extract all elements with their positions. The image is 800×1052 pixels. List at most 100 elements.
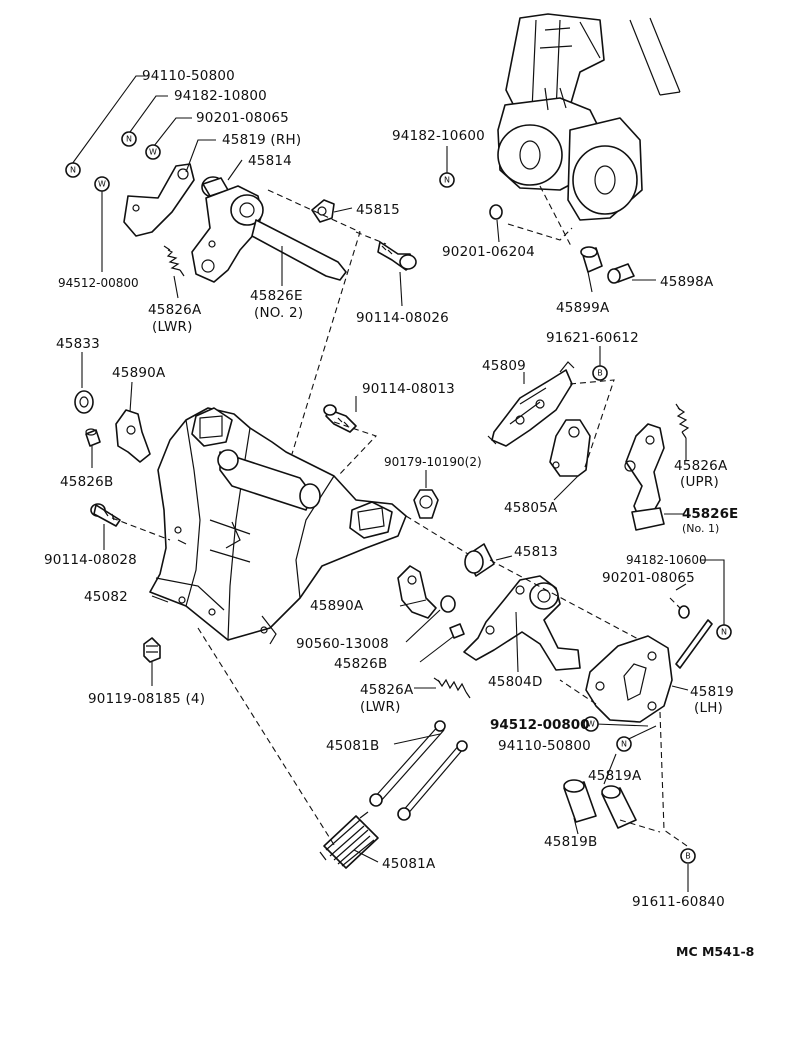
label-45813: 45813 [514,544,558,560]
svg-text:W: W [149,148,157,157]
label-45899a: 45899A [556,300,610,316]
label-45826e-no1-sub: (No. 1) [682,522,719,535]
assembly-dashed-lines [111,185,691,849]
label-45081a: 45081A [382,856,436,872]
bolt-90114-08028-part [90,503,121,527]
steering-column-part [497,13,681,221]
label-45826e-no1: 45826E [682,506,738,522]
cap-45833-part [74,390,94,414]
label-45826a-lwr-top: 45826A [148,302,202,318]
bracket-45809-part [487,361,575,447]
label-90560-13008: 90560-13008 [296,636,389,652]
label-90201-08065-right: 90201-08065 [602,570,695,586]
plate-45805a-part [549,419,591,477]
pedal-45826e-no1-part [624,423,665,531]
pin-45826b-left-part [85,428,101,447]
stopper-45890a-left-part [115,409,151,463]
label-94512-00800-top: 94512-00800 [58,276,139,290]
label-94182-10600-top: 94182-10600 [392,128,485,144]
label-91611-60840: 91611-60840 [632,894,725,910]
link-45081b-part [369,720,468,821]
washer-90560-13008-part [440,595,456,613]
bracket-45082-part [149,407,407,645]
stopper-45890a-mid-part [397,565,437,619]
svg-text:N: N [721,628,727,637]
label-45809: 45809 [482,358,526,374]
label-90114-08028: 90114-08028 [44,552,137,568]
label-90201-06204: 90201-06204 [442,244,535,260]
nut-symbol-94182-10600-right: N [716,624,732,640]
washer-90201-08065-right-part [678,605,690,619]
washer-45815-part [311,199,335,223]
label-45819-lh: 45819 [690,684,734,700]
label-45819-rh: 45819 (RH) [222,132,301,148]
label-45819b: 45819B [544,834,597,850]
leader-lines [71,75,725,892]
bolt-symbol-91621-60612: B [592,365,608,381]
svg-text:N: N [444,176,450,185]
spring-45826a-lwr-top-part [163,245,185,277]
pin-45819b-part [563,779,597,823]
pin-45819a-part [601,785,637,829]
label-45814: 45814 [248,153,292,169]
bolt-90114-08013-part [323,404,357,433]
diagram-code: MC M541-8 [676,944,754,959]
label-45826a-lwr-mid-sub: (LWR) [360,699,401,715]
svg-text:B: B [685,852,691,861]
pin-45898a-part [607,263,635,284]
label-45805a: 45805A [504,500,558,516]
lever-45804d-part [463,575,581,671]
label-45890a-mid: 45890A [310,598,364,614]
label-45826e-no2-sub: (NO. 2) [254,305,303,321]
pedal-45826e-no2-part [191,185,347,283]
label-90114-08013: 90114-08013 [362,381,455,397]
label-45082: 45082 [84,589,128,605]
label-94110-50800-right: 94110-50800 [498,738,591,754]
label-45815: 45815 [356,202,400,218]
label-45819a: 45819A [588,768,642,784]
label-90114-08026: 90114-08026 [356,310,449,326]
label-45826e-no2: 45826E [250,288,303,304]
washer-symbol-94512-00800-top: W [94,176,110,192]
fastener-symbols: N N W W N B N W [65,131,732,864]
label-94110-50800-top: 94110-50800 [142,68,235,84]
bolt-symbol-91611-60840: B [680,848,696,864]
spring-45826a-lwr-mid-part [433,677,471,699]
nut-symbol-94110-50800-right: N [616,736,632,752]
bracket-45819-lh-part [585,619,713,723]
label-45826a-upr-sub: (UPR) [680,474,719,490]
nut-symbol-94182-10600-top: N [439,172,455,188]
label-45081b: 45081B [326,738,379,754]
bracket-45819-rh-part [123,163,195,237]
svg-text:W: W [98,180,106,189]
label-90119-08185: 90119-08185 (4) [88,691,205,707]
svg-text:N: N [70,166,76,175]
pin-45826b-mid-part [449,623,465,639]
label-91621-60612: 91621-60612 [546,330,639,346]
part-labels: 94110-50800 94182-10800 90201-08065 4581… [44,68,738,910]
label-94512-00800-right: 94512-00800 [490,717,590,733]
nut-symbol-94110-50800-top: N [65,162,81,178]
spring-45081a-part [319,811,379,869]
label-45833: 45833 [56,336,100,352]
label-45890a-left: 45890A [112,365,166,381]
bolt-90119-08185-part [143,637,161,663]
svg-text:W: W [587,720,595,729]
bolt-90114-08026-part [377,241,417,271]
washer-symbol-90201-08065-top: W [145,144,161,160]
label-45826a-upr: 45826A [674,458,728,474]
label-45826b-left: 45826B [60,474,113,490]
label-90201-08065-top: 90201-08065 [196,110,289,126]
bushing-45813-part [464,543,495,577]
svg-text:B: B [597,369,603,378]
label-94182-10600-right: 94182-10600 [626,553,707,567]
label-45826a-lwr-top-sub: (LWR) [152,319,193,335]
label-45826b-mid: 45826B [334,656,387,672]
label-45804d: 45804D [488,674,543,690]
nut-90179-10190-part [413,489,439,519]
spring-45826a-upr-part [675,403,690,439]
svg-text:N: N [126,135,132,144]
nut-symbol-94182-10800: N [121,131,137,147]
